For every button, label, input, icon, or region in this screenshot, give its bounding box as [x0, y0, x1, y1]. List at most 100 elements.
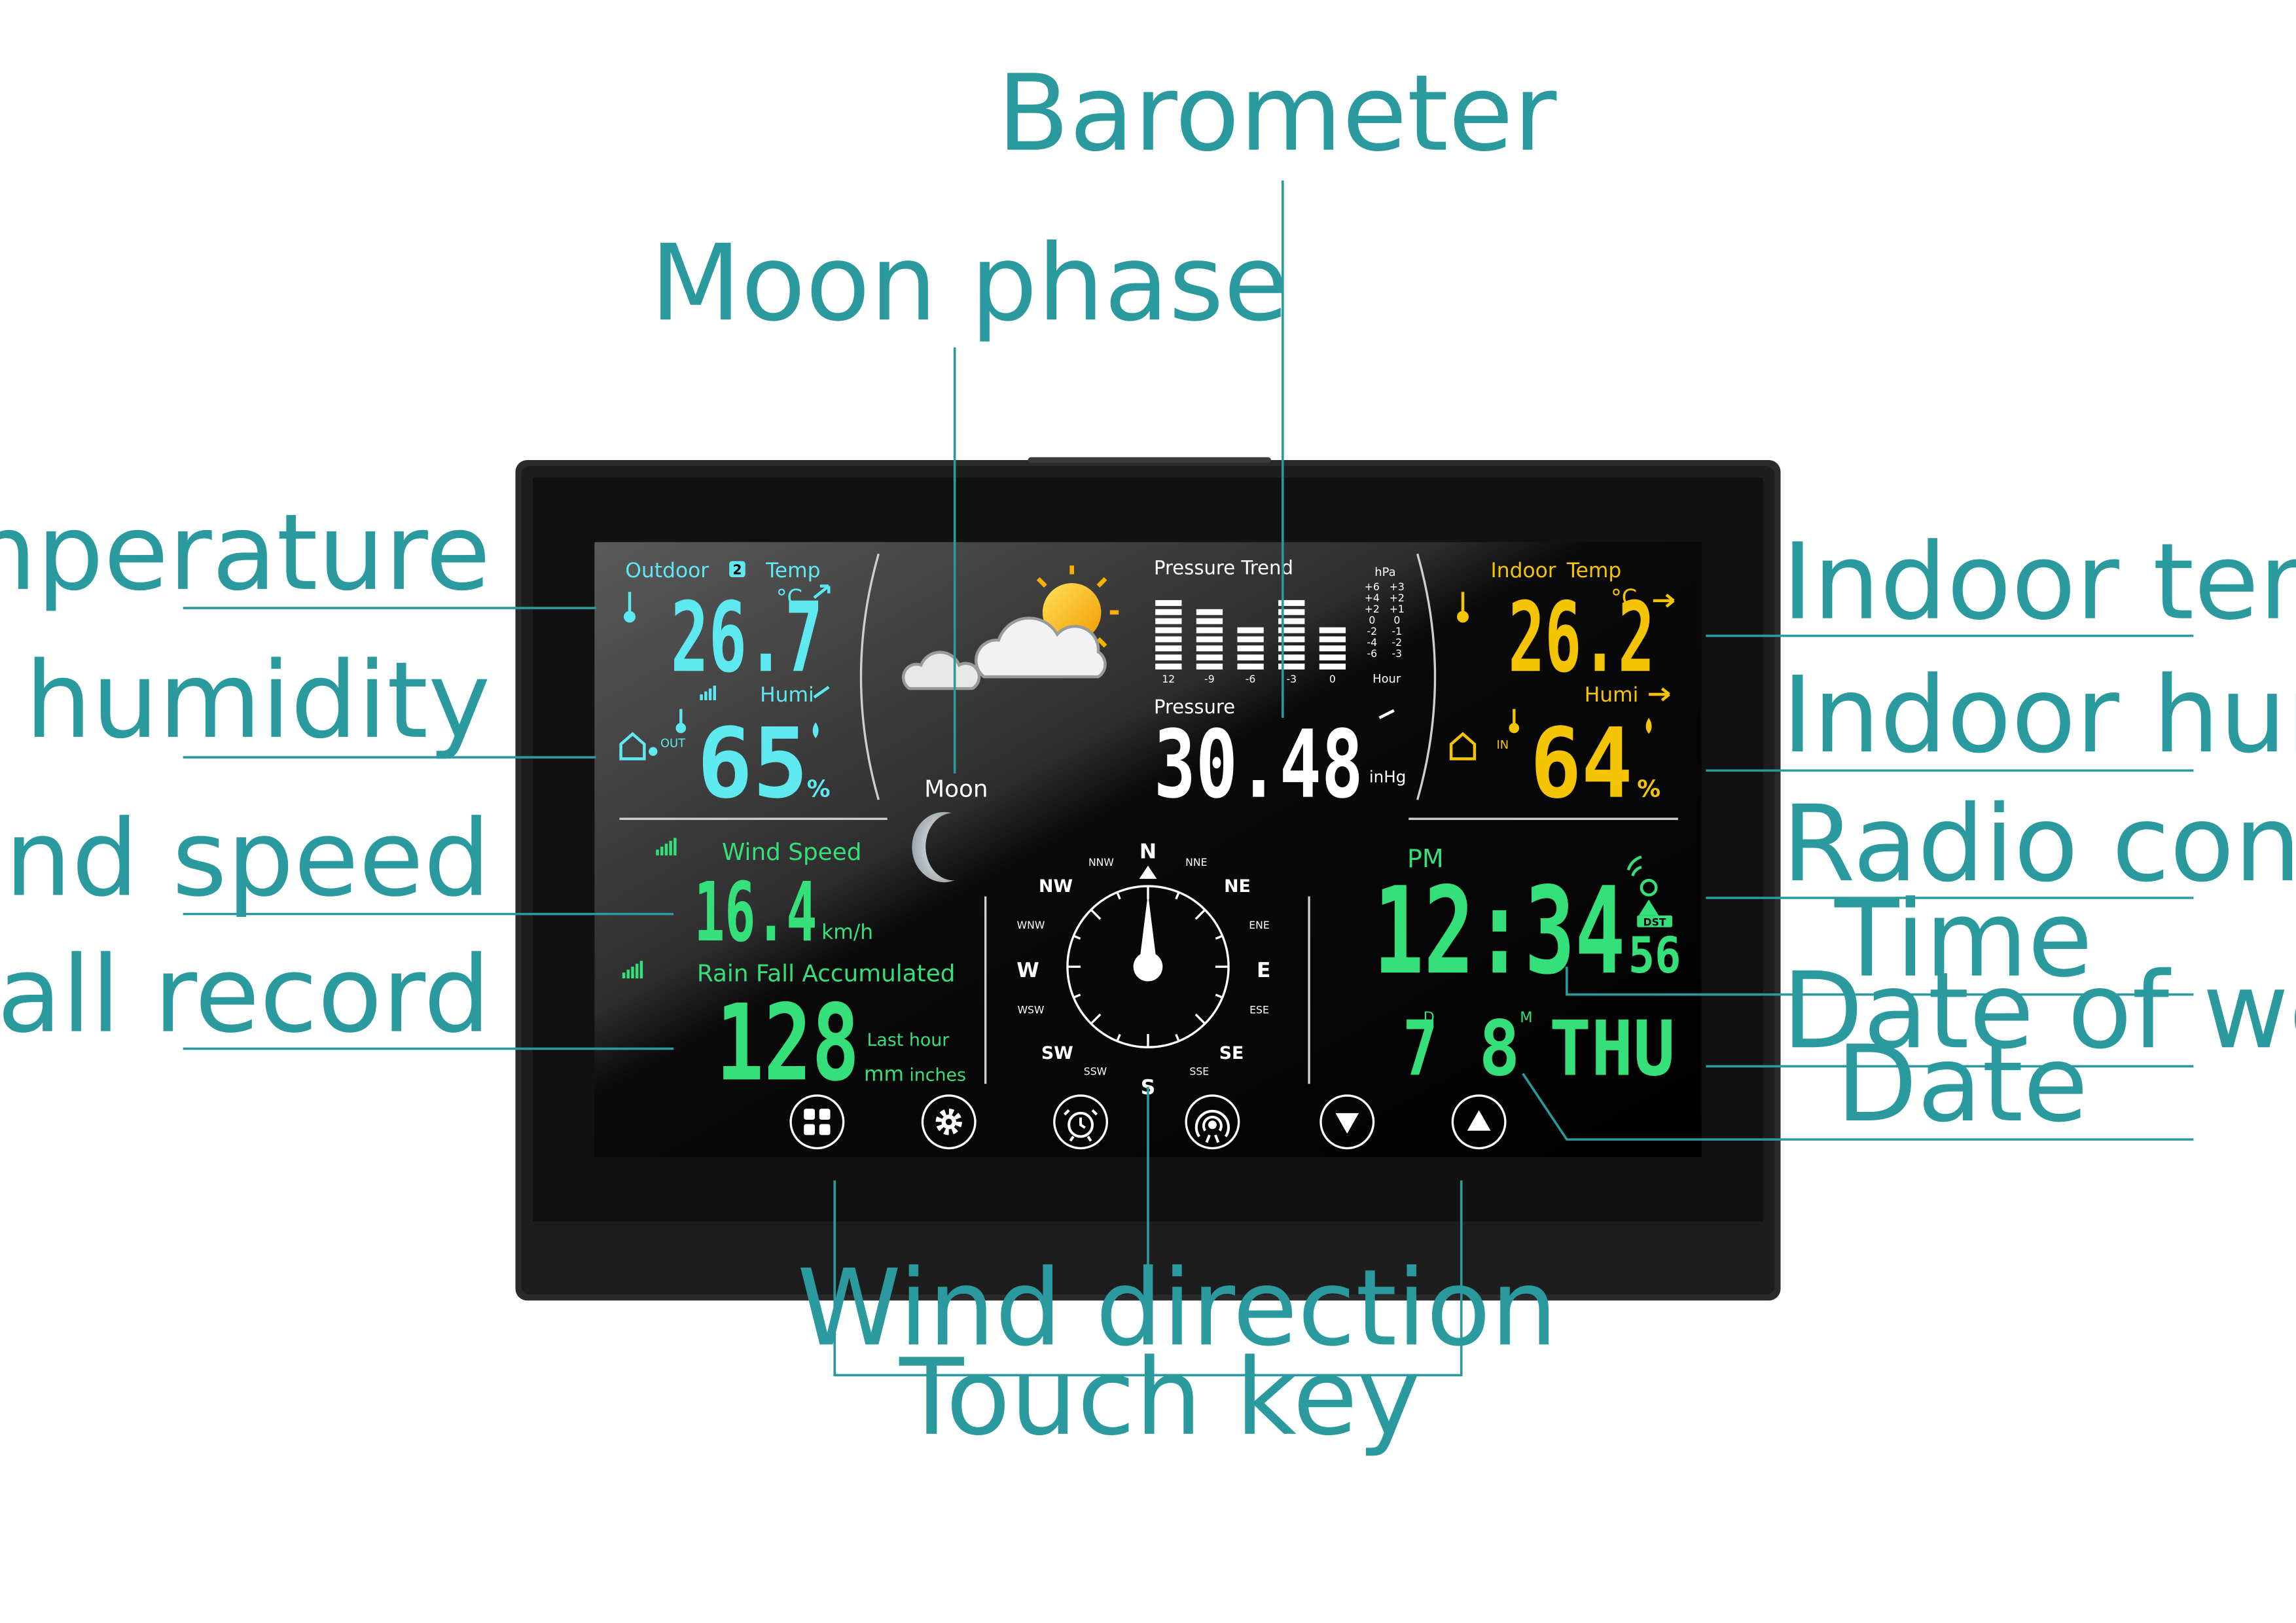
- pressure-scale-inhg: -3: [1392, 647, 1403, 660]
- arc-right: [1416, 553, 1437, 800]
- leader-touch-key: [833, 1180, 1463, 1377]
- pressure-bar-segment: [1155, 599, 1182, 606]
- compass-tick: [1215, 935, 1223, 940]
- compass-se: SE: [1219, 1043, 1244, 1063]
- pressure-hour-tick: -6: [1246, 673, 1256, 685]
- callout-outdoor-temperature: Outdoor temperature: [0, 491, 490, 614]
- pressure-section: Pressure Trend hPa +6+4+20-2-4-6+3+2+10-…: [1154, 557, 1406, 819]
- callout-outdoor-humidity: Outdoor humidity: [0, 639, 490, 762]
- callout-barometer: Barometer: [997, 52, 1557, 175]
- outdoor-humi-value: 65: [697, 707, 808, 820]
- pressure-bar-segment: [1237, 627, 1264, 633]
- pressure-trend-bars: [1155, 599, 1346, 669]
- out-tag: OUT: [660, 737, 685, 751]
- compass-ticks: [1067, 886, 1229, 1048]
- rainfall-unit-mm: mm: [864, 1063, 904, 1086]
- droplet-icon: [812, 722, 819, 739]
- down-touch-key[interactable]: [1319, 1094, 1375, 1150]
- outdoor-section: Outdoor 2 Temp 26.7 °C Humi OUT 65 %: [619, 559, 831, 820]
- arc-left: [859, 553, 880, 800]
- pressure-bar-segment: [1155, 664, 1182, 669]
- home-in-icon: [1449, 732, 1477, 760]
- day-suffix: D: [1424, 1009, 1435, 1026]
- pressure-bar-segment: [1319, 627, 1346, 633]
- compass-ssw: SSW: [1084, 1065, 1107, 1078]
- trend-arrow-icon: [813, 584, 831, 599]
- compass-sw: SW: [1041, 1043, 1073, 1063]
- pressure-scale-hpa: -6: [1367, 647, 1377, 660]
- indoor-label: Indoor: [1491, 559, 1556, 582]
- clock-section: PM 12:34 DST 56 7 D 8 M THU: [1374, 844, 1681, 1094]
- pressure-bar-segment: [1155, 645, 1182, 652]
- rainfall-unit-inches: inches: [909, 1065, 966, 1086]
- callout-moon-phase: Moon phase: [650, 221, 1288, 344]
- hour-label: Hour: [1372, 672, 1401, 686]
- pressure-bar-segment: [1155, 654, 1182, 661]
- compass-tick: [1194, 1013, 1206, 1025]
- pressure-bar-segment: [1196, 609, 1223, 615]
- date-day: 7: [1403, 1005, 1438, 1094]
- compass-nnw: NNW: [1088, 856, 1114, 868]
- compass-tick: [1194, 908, 1206, 920]
- leader-lines: [183, 180, 2194, 1377]
- callout-indoor-humidity: Indoor humidity: [1782, 653, 2296, 776]
- pressure-bar-segment: [1319, 645, 1346, 652]
- wind-speed-section: Wind Speed 16.4 km/h: [656, 838, 873, 960]
- wind-speed-title: Wind Speed: [722, 839, 861, 866]
- pressure-bar-segment: [1237, 645, 1264, 652]
- compass-tick: [1116, 1033, 1121, 1042]
- thermometer-small-icon: [675, 709, 687, 734]
- wind-needle-icon: [1139, 893, 1157, 964]
- wind-speed-value: 16.4: [694, 865, 817, 960]
- thermometer-small-icon: [1509, 709, 1520, 734]
- compass-ese: ESE: [1249, 1004, 1269, 1016]
- pressure-scale-inhg: 0: [1393, 614, 1400, 626]
- pressure-scale-inhg: -2: [1392, 636, 1403, 649]
- pressure-bar-segment: [1319, 654, 1346, 661]
- arrow-down-icon: [1335, 1113, 1359, 1134]
- north-marker-icon: [1139, 865, 1157, 879]
- settings-touch-key[interactable]: [921, 1094, 977, 1150]
- alarm-touch-key[interactable]: [1053, 1094, 1109, 1150]
- pressure-bar-segment: [1155, 609, 1182, 615]
- pressure-bar-segment: [1278, 609, 1305, 615]
- compass-tick: [1073, 935, 1081, 940]
- channel-number: 2: [732, 562, 742, 578]
- callout-time: Time: [1834, 878, 2092, 1001]
- indoor-temp-unit: °C: [1611, 585, 1637, 611]
- pressure-bar-segment: [1278, 636, 1305, 643]
- pressure-bar-segment: [1278, 618, 1305, 624]
- date-month: 8: [1479, 1005, 1520, 1094]
- compass-wsw: WSW: [1018, 1004, 1045, 1016]
- compass-w: W: [1016, 959, 1039, 982]
- wind-direction-compass: N NNE NE ENE E ESE SE SSE S SSW SW WSW W…: [1016, 840, 1270, 1099]
- signal-icon: [656, 838, 677, 856]
- compass-nw: NW: [1039, 876, 1073, 897]
- pressure-bar-segment: [1196, 627, 1223, 633]
- clock-seconds: 56: [1628, 926, 1681, 984]
- humi-trend-icon: [1649, 687, 1670, 702]
- callout-radio-controlled-clock: Radio controlled clock: [1782, 782, 2296, 905]
- thermometer-icon: [1457, 592, 1469, 623]
- compass-e: E: [1257, 959, 1270, 982]
- compass-ne: NE: [1224, 876, 1251, 897]
- indoor-humi-unit: %: [1637, 776, 1660, 803]
- pressure-hour-tick: 12: [1162, 673, 1175, 685]
- menu-touch-key[interactable]: [789, 1094, 845, 1150]
- compass-n: N: [1139, 840, 1157, 864]
- radio-signal-touch-key[interactable]: [1185, 1094, 1240, 1150]
- up-touch-key[interactable]: [1451, 1094, 1507, 1150]
- pressure-bar-segment: [1278, 654, 1305, 661]
- rainfall-section: Rain Fall Accumulated 128 Last hour mm i…: [622, 961, 966, 1104]
- compass-tick: [1175, 1033, 1180, 1042]
- pressure-scale-hpa: -4: [1367, 636, 1377, 649]
- dst-badge: [1637, 915, 1672, 927]
- pressure-trend-arrow-icon: [1378, 709, 1395, 719]
- grid-icon: [804, 1109, 831, 1135]
- pressure-bar-segment: [1319, 664, 1346, 669]
- droplet-icon: [1645, 717, 1652, 734]
- weather-forecast-icon: [901, 565, 1119, 690]
- indoor-humi-value: 64: [1530, 707, 1633, 820]
